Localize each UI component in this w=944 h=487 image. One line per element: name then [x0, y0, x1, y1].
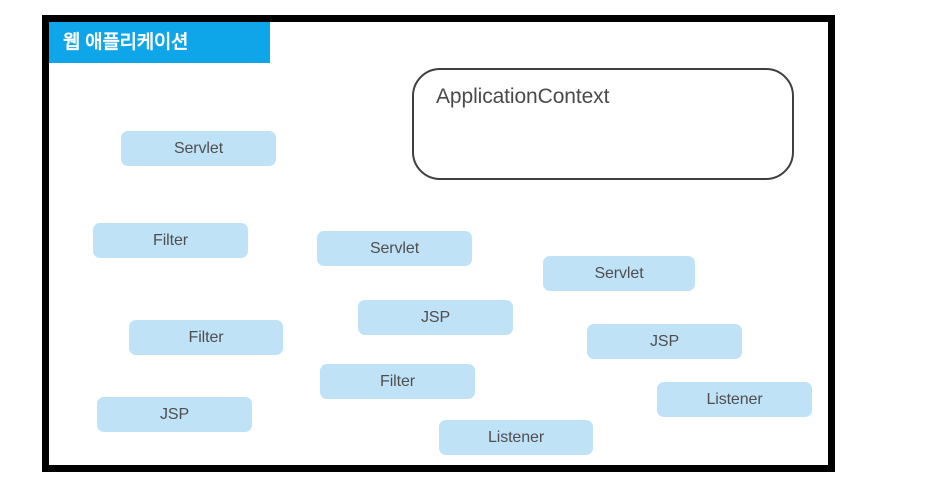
web-application-title-banner: 웹 애플리케이션	[49, 22, 270, 63]
component-chip-label: JSP	[649, 332, 680, 350]
component-chip-label: Listener	[706, 390, 763, 408]
web-application-title-label: 웹 애플리케이션	[63, 32, 189, 53]
component-chip-listener[interactable]: Listener	[657, 382, 812, 417]
component-chip-filter[interactable]: Filter	[129, 320, 283, 355]
component-chip-jsp[interactable]: JSP	[358, 300, 513, 335]
component-chip-filter[interactable]: Filter	[93, 223, 248, 258]
component-chip-servlet[interactable]: Servlet	[543, 256, 695, 291]
component-chip-jsp[interactable]: JSP	[587, 324, 742, 359]
component-chip-jsp[interactable]: JSP	[97, 397, 252, 432]
component-chip-filter[interactable]: Filter	[320, 364, 475, 399]
component-chip-label: Servlet	[594, 264, 644, 282]
component-chip-servlet[interactable]: Servlet	[317, 231, 472, 266]
component-chip-servlet[interactable]: Servlet	[121, 131, 276, 166]
component-chip-listener[interactable]: Listener	[439, 420, 593, 455]
component-chip-label: Listener	[487, 428, 545, 446]
component-chip-label: JSP	[159, 405, 190, 423]
application-context-box: ApplicationContext	[412, 68, 794, 180]
component-chip-label: Filter	[188, 328, 224, 346]
application-context-label: ApplicationContext	[436, 85, 610, 108]
component-chip-label: Servlet	[369, 239, 420, 257]
component-chip-label: Filter	[153, 231, 188, 249]
component-chip-label: JSP	[420, 308, 451, 326]
component-chip-label: Filter	[380, 372, 415, 390]
component-chip-label: Servlet	[173, 139, 224, 157]
